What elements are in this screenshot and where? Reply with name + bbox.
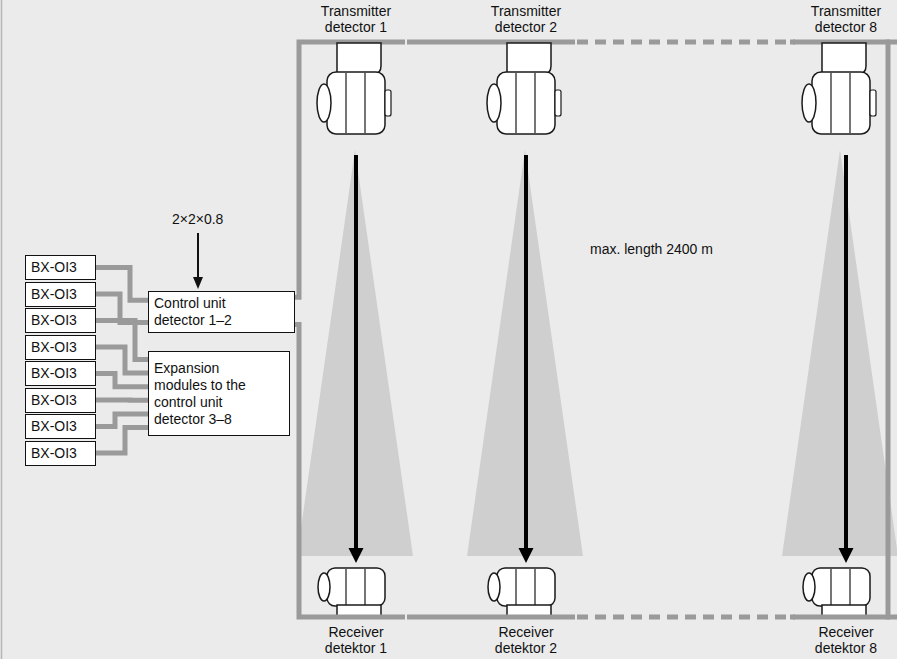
receiver-device (790, 568, 890, 617)
box-label: BX-OI3 (31, 339, 77, 356)
module-box: BX-OI3 (25, 388, 96, 413)
box-label: BX-OI3 (31, 365, 77, 382)
beam-cone (467, 150, 583, 556)
receiver-detector: Receiver detektor 2 (475, 565, 577, 656)
leader-arrow (197, 233, 199, 277)
cable-line (888, 42, 897, 617)
frame-line (1, 0, 3, 659)
box-label: Control unit detector 1–2 (154, 295, 266, 329)
receiver-detector: Receiver detektor 8 (795, 565, 897, 656)
cable-line (295, 42, 305, 297)
transmitter-detector: Transmitter detector 8 (795, 3, 897, 153)
box-label: BX-OI3 (31, 259, 77, 276)
detector-label: Transmitter detector 8 (801, 3, 891, 35)
cable-line (96, 321, 148, 360)
box-label: BX-OI3 (31, 445, 77, 462)
cable-line (96, 398, 148, 403)
detector-label: Receiver detektor 1 (311, 624, 401, 656)
box-label: BX-OI3 (31, 312, 77, 329)
beam-arrow (524, 155, 528, 548)
module-box: BX-OI3 (25, 414, 96, 439)
detector-label: Transmitter detector 1 (311, 3, 401, 35)
cable-line (295, 325, 305, 617)
module-box: BX-OI3 (25, 441, 96, 466)
module-box: BX-OI3 (25, 255, 96, 280)
cable-line (96, 374, 148, 387)
transmitter-device (790, 42, 890, 134)
detector-label: Transmitter detector 2 (481, 3, 571, 35)
receiver-detector: Receiver detektor 1 (305, 565, 407, 656)
module-box: BX-OI3 (25, 361, 96, 386)
transmitter-device (475, 42, 575, 134)
cable-line (96, 347, 148, 373)
expansion-box: Expansion modules to the control unit de… (148, 351, 290, 436)
cable-line (407, 40, 475, 45)
receiver-device (475, 568, 575, 617)
box-label: BX-OI3 (31, 418, 77, 435)
box-label: BX-OI3 (31, 392, 77, 409)
control-unit-box: Control unit detector 1–2 (148, 291, 295, 333)
box-label: BX-OI3 (31, 286, 77, 303)
beam-arrow (354, 155, 358, 548)
receiver-device (305, 568, 405, 617)
cable-spec: 2×2×0.8 (172, 211, 223, 228)
cable-line (96, 414, 148, 427)
cable-line (577, 615, 795, 620)
detector-label: Receiver detektor 2 (481, 624, 571, 656)
cable-line (96, 428, 148, 454)
beam-cone (297, 150, 413, 556)
detector-label: Receiver detektor 8 (801, 624, 891, 656)
transmitter-detector: Transmitter detector 2 (475, 3, 577, 153)
transmitter-detector: Transmitter detector 1 (305, 3, 407, 153)
transmitter-device (305, 42, 405, 134)
box-label: Expansion modules to the control unit de… (154, 360, 272, 428)
cable-line (577, 40, 795, 45)
beam-arrow (844, 155, 848, 548)
cable-line (407, 615, 475, 620)
module-box: BX-OI3 (25, 308, 96, 333)
module-box: BX-OI3 (25, 335, 96, 360)
beam-cone (782, 150, 897, 556)
module-box: BX-OI3 (25, 282, 96, 307)
length-note: max. length 2400 m (590, 241, 713, 258)
